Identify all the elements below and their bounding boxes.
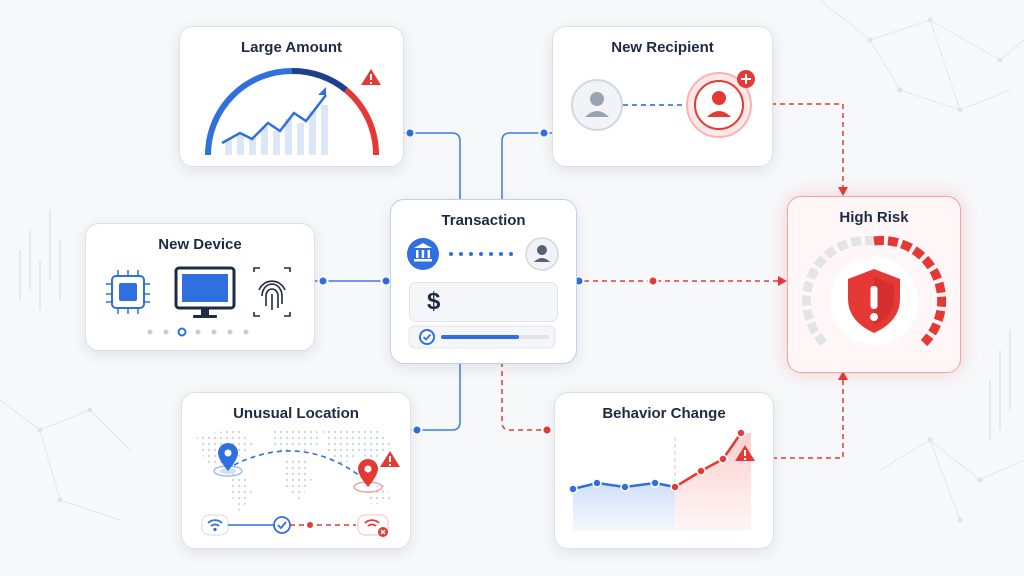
signal-card-new-device: New Device: [85, 223, 315, 351]
location-pin-icon: [218, 443, 238, 471]
link-large-amount: [402, 132, 461, 199]
location-illustration: [196, 427, 400, 537]
arrowhead-down: [838, 187, 848, 196]
user-icon: [571, 79, 623, 131]
chip-icon: [106, 270, 150, 314]
signal-card-large-amount: Large Amount: [179, 26, 404, 167]
signal-title-unusual-location: Unusual Location: [233, 405, 359, 422]
wifi-icon: [201, 514, 229, 536]
signal-title-new-recipient: New Recipient: [611, 39, 714, 56]
link-unusual-location: [409, 362, 461, 431]
signal-title-behavior-change: Behavior Change: [602, 405, 726, 422]
add-badge-icon: [737, 70, 755, 88]
arrowhead-right: [778, 276, 787, 286]
bank-icon: [407, 238, 439, 270]
fingerprint-icon: [253, 267, 291, 317]
warning-icon: [380, 451, 400, 467]
amount-field: [409, 282, 558, 322]
recipient-illustration: [571, 70, 755, 138]
signal-title-large-amount: Large Amount: [240, 39, 343, 56]
warning-icon: [361, 69, 381, 85]
shield-alert-icon: [801, 236, 947, 347]
outcome-title: High Risk: [839, 209, 909, 226]
gauge-chart-icon: [205, 67, 381, 156]
user-icon: [525, 237, 559, 271]
transaction-title: Transaction: [441, 212, 526, 229]
link-behavior-high-risk: [772, 378, 844, 459]
device-illustration: [106, 266, 291, 337]
monitor-icon: [174, 266, 236, 318]
amount-symbol: $: [427, 288, 441, 315]
check-icon: [273, 516, 291, 534]
transaction-hub-card: Transaction: [390, 199, 577, 364]
link-new-recipient: [501, 132, 552, 199]
signal-card-behavior-change: Behavior Change: [554, 392, 774, 549]
risk-gauge-icon: [801, 236, 947, 347]
outcome-card-high-risk: High Risk: [787, 196, 961, 373]
link-recipient-high-risk: [771, 103, 844, 190]
signal-card-new-recipient: New Recipient: [552, 26, 773, 167]
signal-title-new-device: New Device: [158, 236, 242, 253]
line-chart-icon: [568, 428, 755, 531]
check-icon: [419, 329, 435, 345]
wifi-error-icon: [357, 514, 389, 537]
warning-icon: [735, 445, 755, 461]
signal-card-unusual-location: Unusual Location: [181, 392, 411, 549]
new-user-icon: [686, 72, 752, 138]
link-behavior-change: [501, 362, 554, 431]
location-pin-icon: [358, 459, 378, 487]
arrowhead-up: [838, 371, 848, 380]
